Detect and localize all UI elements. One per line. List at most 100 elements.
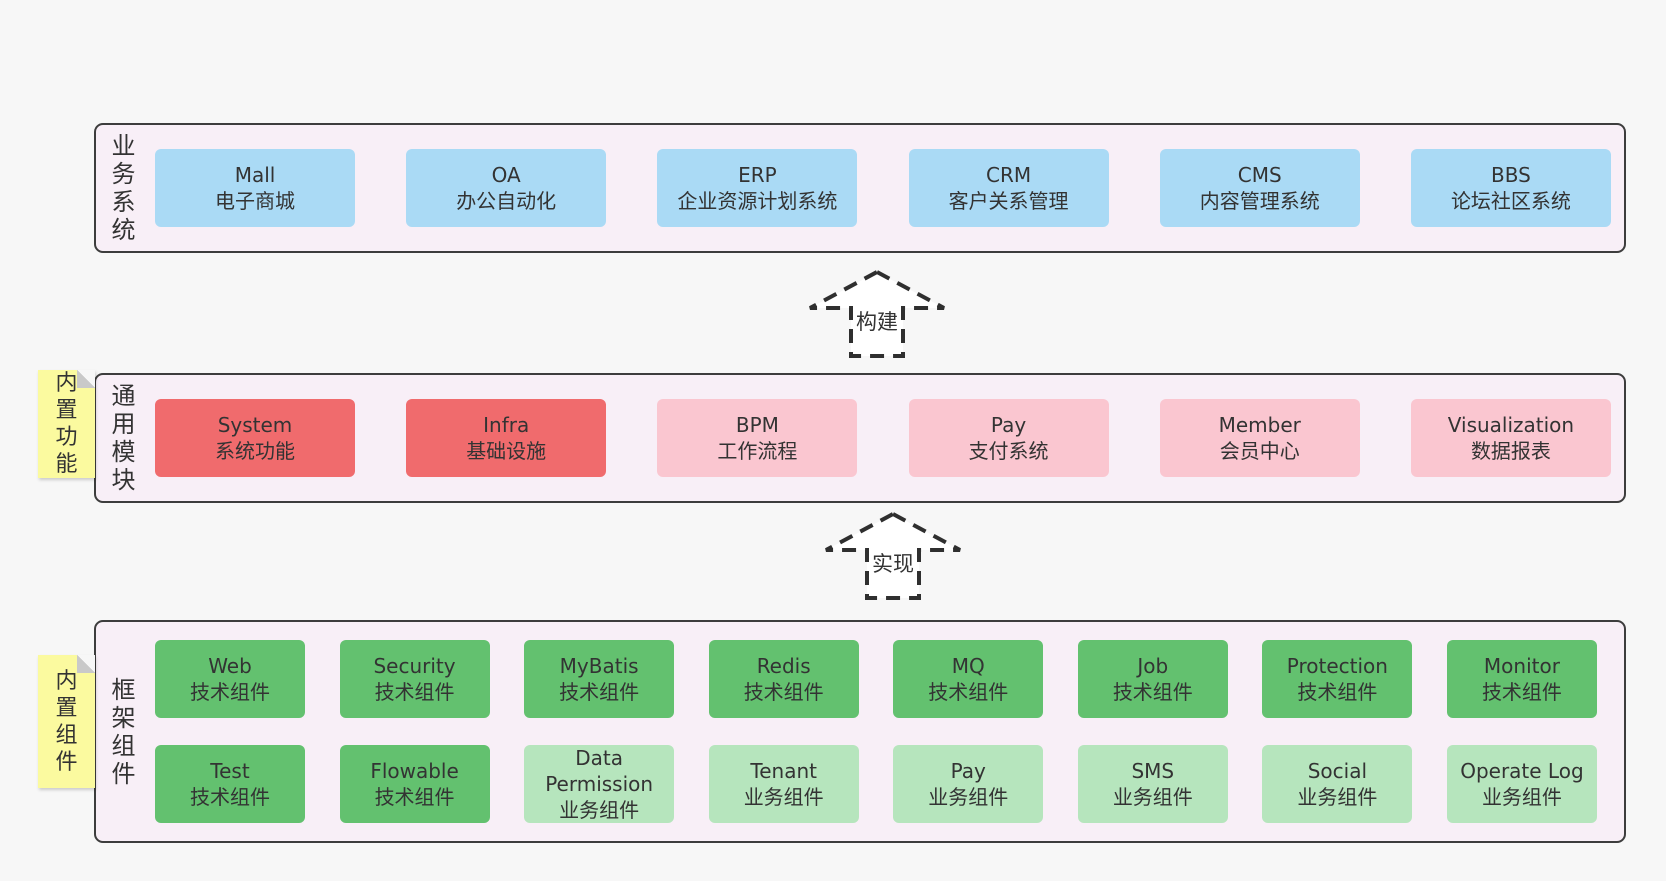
box-subtitle: 电子商城 — [215, 189, 295, 213]
box-name: Social — [1307, 759, 1368, 783]
box-monitor: Monitor 技术组件 — [1446, 640, 1597, 718]
box-name: Visualization — [1447, 413, 1575, 437]
build-arrow-label: 构建 — [853, 310, 901, 334]
sticky-note-builtin-functions: 内置功能 — [38, 370, 95, 478]
section-framework-components: 框架组件 Web 技术组件 Security 技术组件 MyBatis 技术组件… — [94, 620, 1626, 843]
box-name: CRM — [986, 163, 1032, 187]
box-infra: Infra 基础设施 — [406, 399, 607, 477]
box-name: MyBatis — [559, 654, 639, 678]
box-test: Test 技术组件 — [155, 745, 305, 823]
box-flowable: Flowable 技术组件 — [339, 745, 490, 823]
business-systems-label: 业务系统 — [111, 132, 136, 244]
box-name: Mall — [234, 163, 276, 187]
box-system: System 系统功能 — [155, 399, 355, 477]
box-name: Test — [210, 759, 250, 783]
box-subtitle: 业务组件 — [928, 785, 1009, 809]
implement-arrow-label: 实现 — [869, 552, 917, 576]
box-name: MQ — [951, 654, 985, 678]
box-subtitle: 业务组件 — [1481, 785, 1562, 809]
box-subtitle: 技术组件 — [928, 680, 1009, 704]
box-name: BPM — [735, 413, 779, 437]
section-side-label-wrap: 通用模块 — [96, 375, 151, 501]
box-web: Web 技术组件 — [155, 640, 305, 718]
box-name: Protection — [1286, 654, 1388, 678]
box-mq: MQ 技术组件 — [893, 640, 1044, 718]
box-subtitle: 会员中心 — [1219, 439, 1300, 463]
box-subtitle: 技术组件 — [190, 680, 270, 704]
box-subtitle: 论坛社区系统 — [1450, 189, 1571, 213]
common-modules-label: 通用模块 — [111, 382, 136, 494]
box-name: BBS — [1491, 163, 1531, 187]
box-subtitle: 技术组件 — [559, 680, 640, 704]
box-bbs: BBS 论坛社区系统 — [1410, 149, 1611, 227]
box-subtitle: 技术组件 — [1481, 680, 1562, 704]
sticky-note-text: 内置组件 — [55, 668, 78, 775]
section-side-label-wrap: 框架组件 — [96, 622, 151, 841]
box-data-permission: Data Permission 业务组件 — [524, 745, 675, 823]
build-arrow: 构建 — [802, 268, 952, 360]
box-subtitle: 企业资源计划系统 — [677, 189, 838, 213]
box-name: Operate Log — [1460, 759, 1584, 783]
section-common-modules: 通用模块 System 系统功能 Infra 基础设施 BPM 工作流程 Pay… — [94, 373, 1626, 503]
implement-arrow: 实现 — [818, 510, 968, 602]
box-visualization: Visualization 数据报表 — [1410, 399, 1611, 477]
box-name: Pay — [950, 759, 986, 783]
box-name: ERP — [738, 163, 777, 187]
folded-corner-icon — [77, 370, 95, 388]
box-redis: Redis 技术组件 — [708, 640, 859, 718]
box-subtitle: 技术组件 — [374, 680, 455, 704]
box-name: Job — [1137, 654, 1169, 678]
box-social: Social 业务组件 — [1262, 745, 1413, 823]
box-bpm: BPM 工作流程 — [657, 399, 858, 477]
box-name: OA — [491, 163, 521, 187]
sticky-note-builtin-components: 内置组件 — [38, 655, 95, 788]
box-subtitle: 内容管理系统 — [1199, 189, 1320, 213]
box-security: Security 技术组件 — [339, 640, 490, 718]
box-name: Member — [1218, 413, 1301, 437]
box-pay-component: Pay 业务组件 — [893, 745, 1044, 823]
box-subtitle: 技术组件 — [743, 680, 824, 704]
business-systems-row: Mall 电子商城 OA 办公自动化 ERP 企业资源计划系统 CRM 客户关系… — [151, 125, 1624, 251]
box-crm: CRM 客户关系管理 — [908, 149, 1109, 227]
box-name: Web — [208, 654, 252, 678]
box-name: Security — [373, 654, 456, 678]
box-name: Flowable — [370, 759, 459, 783]
box-oa: OA 办公自动化 — [406, 149, 607, 227]
box-name: System — [217, 413, 293, 437]
box-name: Data Permission — [545, 746, 654, 796]
box-subtitle: 业务组件 — [559, 798, 640, 822]
common-modules-row: System 系统功能 Infra 基础设施 BPM 工作流程 Pay 支付系统… — [151, 375, 1624, 501]
box-subtitle: 业务组件 — [1112, 785, 1193, 809]
box-subtitle: 系统功能 — [215, 439, 295, 463]
box-name: SMS — [1131, 759, 1175, 783]
box-erp: ERP 企业资源计划系统 — [657, 149, 858, 227]
box-subtitle: 技术组件 — [374, 785, 455, 809]
framework-components-label: 框架组件 — [111, 675, 136, 788]
section-side-label-wrap: 业务系统 — [96, 125, 151, 251]
framework-components-rows: Web 技术组件 Security 技术组件 MyBatis 技术组件 Redi… — [151, 622, 1624, 841]
folded-corner-icon — [77, 655, 95, 673]
box-subtitle: 技术组件 — [1297, 680, 1378, 704]
box-tenant: Tenant 业务组件 — [708, 745, 859, 823]
box-name: Infra — [483, 413, 530, 437]
box-name: Pay — [990, 413, 1027, 437]
framework-row-2: Test 技术组件 Flowable 技术组件 Data Permission … — [155, 745, 1597, 823]
box-mybatis: MyBatis 技术组件 — [524, 640, 675, 718]
box-mall: Mall 电子商城 — [155, 149, 355, 227]
box-subtitle: 业务组件 — [1297, 785, 1378, 809]
box-subtitle: 业务组件 — [743, 785, 824, 809]
box-subtitle: 工作流程 — [717, 439, 798, 463]
box-subtitle: 基础设施 — [466, 439, 547, 463]
box-job: Job 技术组件 — [1077, 640, 1228, 718]
box-member: Member 会员中心 — [1159, 399, 1360, 477]
box-name: Redis — [756, 654, 811, 678]
box-subtitle: 客户关系管理 — [948, 189, 1069, 213]
framework-row-1: Web 技术组件 Security 技术组件 MyBatis 技术组件 Redi… — [155, 640, 1597, 718]
box-operate-log: Operate Log 业务组件 — [1446, 745, 1597, 823]
box-subtitle: 数据报表 — [1470, 439, 1551, 463]
box-protection: Protection 技术组件 — [1262, 640, 1413, 718]
box-cms: CMS 内容管理系统 — [1159, 149, 1360, 227]
box-subtitle: 支付系统 — [968, 439, 1049, 463]
box-name: Monitor — [1483, 654, 1560, 678]
section-business-systems: 业务系统 Mall 电子商城 OA 办公自动化 ERP 企业资源计划系统 CRM… — [94, 123, 1626, 253]
